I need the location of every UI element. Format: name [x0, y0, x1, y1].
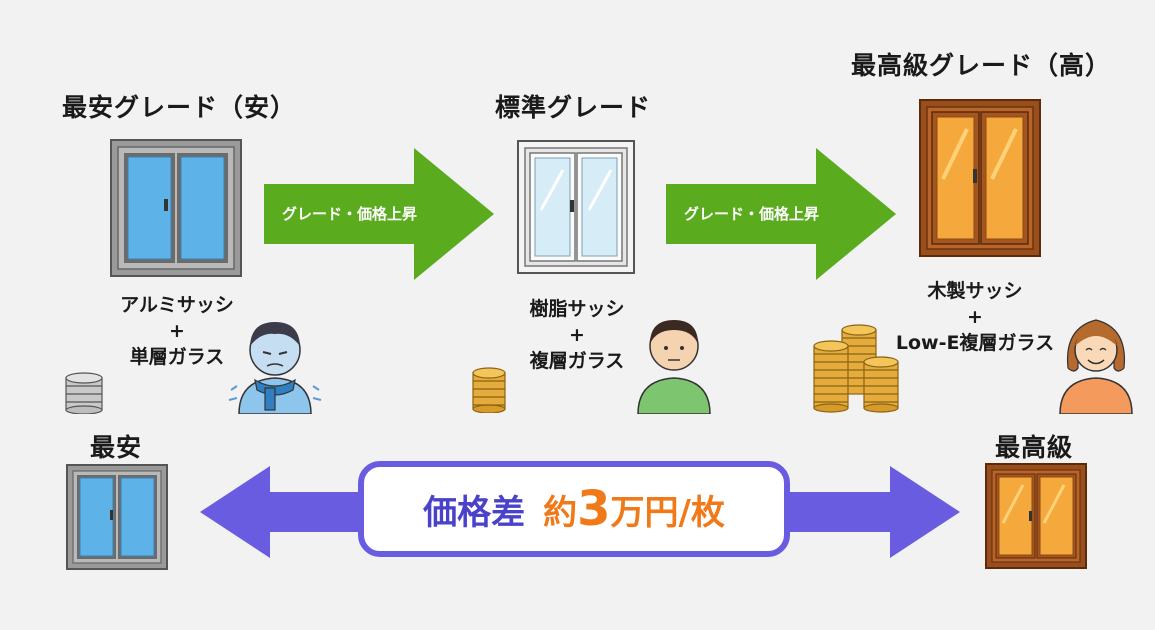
resin-window-icon [517, 140, 635, 278]
wooden-window-icon [985, 463, 1087, 573]
standard-spec-plus: + [569, 324, 585, 346]
upgrade-arrow-1: グレード・価格上昇 [264, 148, 494, 280]
aluminum-window-icon [66, 464, 168, 574]
price-difference-prefix: 約 [543, 492, 578, 533]
comparison-right-label: 最高級 [995, 433, 1074, 462]
happy-person-icon [1058, 308, 1134, 418]
cheapest-spec-glass: 単層ガラス [129, 346, 225, 368]
standard-grade-title: 標準グレード [495, 93, 652, 122]
price-difference-suffix: 万円/枚 [610, 492, 725, 533]
comparison-left-label: 最安 [90, 433, 143, 462]
standard-spec-sash: 樹脂サッシ [529, 298, 625, 320]
upgrade-arrow-2-label: グレード・価格上昇 [684, 205, 820, 223]
cheapest-spec-plus: + [169, 320, 185, 342]
price-difference-label: 価格差 [423, 492, 526, 533]
coin-stack-icon [64, 368, 104, 418]
premium-spec-glass: Low-E複層ガラス [895, 332, 1055, 354]
price-difference-box: 価格差 約 3 万円/枚 [358, 461, 790, 557]
premium-grade-title: 最高級グレード（高） [851, 51, 1112, 80]
premium-spec-plus: + [967, 306, 983, 328]
premium-spec: 木製サッシ + Low-E複層ガラス [885, 278, 1065, 356]
upgrade-arrow-2: グレード・価格上昇 [666, 148, 896, 280]
cheapest-spec: アルミサッシ + 単層ガラス [102, 292, 252, 370]
neutral-person-icon [634, 308, 714, 418]
price-difference-number: 3 [577, 481, 611, 537]
cold-person-icon [225, 310, 325, 418]
premium-spec-sash: 木製サッシ [927, 280, 1023, 302]
cheapest-grade-title: 最安グレード（安） [62, 93, 297, 122]
standard-spec-glass: 複層ガラス [529, 350, 625, 372]
wooden-window-icon [919, 99, 1041, 261]
coin-stack-icon [812, 322, 900, 418]
standard-spec: 樹脂サッシ + 複層ガラス [502, 296, 652, 374]
aluminum-window-icon [110, 139, 242, 281]
upgrade-arrow-1-label: グレード・価格上昇 [282, 205, 418, 223]
cheapest-spec-sash: アルミサッシ [120, 294, 234, 316]
coin-stack-icon [471, 365, 507, 417]
